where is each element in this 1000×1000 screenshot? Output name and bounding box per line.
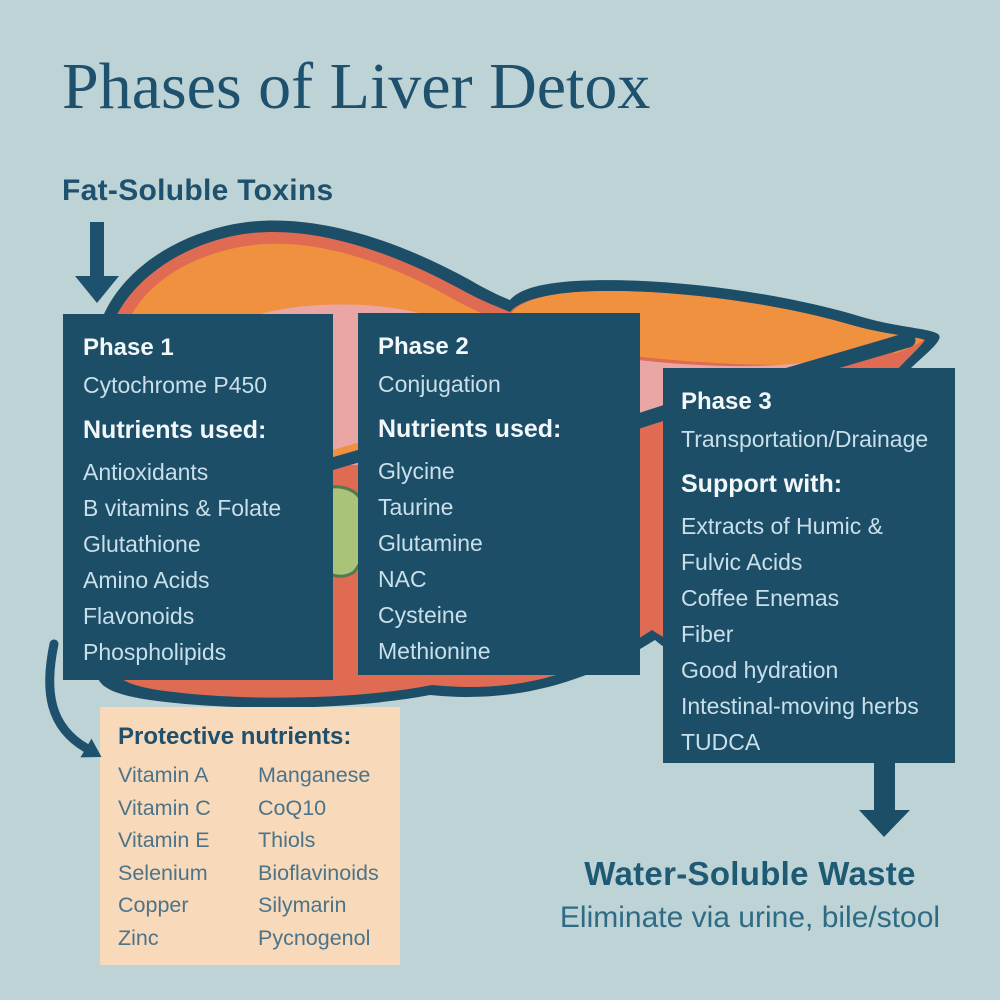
water-soluble-subtitle: Eliminate via urine, bile/stool [559,901,941,934]
nutrient-item: Manganese [258,763,371,787]
nutrient-item: Silymarin [258,893,347,917]
nutrient-item: Cysteine [378,602,468,628]
nutrient-item: Bioflavinoids [258,860,379,885]
phase-1-card: Phase 1 Cytochrome P450 Nutrients used: … [63,314,333,680]
phase-subtitle: Conjugation [378,371,501,397]
water-soluble-block: Water-Soluble Waste Eliminate via urine,… [520,855,980,935]
phase-item-list: Extracts of Humic & Fulvic Acids Coffee … [681,508,947,760]
nutrient-item: Coffee Enemas [681,585,840,611]
phase-list-header: Nutrients used: [378,415,562,443]
nutrient-item: NAC [378,566,427,592]
nutrient-item: B vitamins & Folate [83,495,282,521]
nutrient-item: Antioxidants [83,459,209,485]
protective-column-1: Vitamin A Vitamin C Vitamin E Selenium C… [118,759,258,954]
nutrient-item: Zinc [118,925,159,950]
nutrient-item: Pycnogenol [258,925,371,950]
nutrient-item: Amino Acids [83,567,210,593]
nutrient-item: Vitamin C [118,795,211,820]
protective-column-2: Manganese CoQ10 Thiols Bioflavinoids Sil… [258,759,379,954]
phase-item-list: Glycine Taurine Glutamine NAC Cysteine M… [378,453,628,669]
phase-3-card: Phase 3 Transportation/Drainage Support … [663,368,955,763]
phase-list-header: Nutrients used: [83,416,267,444]
phase-name: Phase 2 [378,333,469,360]
nutrient-item: Phospholipids [83,639,227,665]
nutrient-item: Good hydration [681,657,839,683]
water-soluble-arrow-icon [859,762,910,837]
protective-columns: Vitamin A Vitamin C Vitamin E Selenium C… [118,759,400,954]
phase-item-list: Antioxidants B vitamins & Folate Glutath… [83,454,321,670]
nutrient-item: Thiols [258,828,316,852]
nutrient-item: Fiber [681,621,734,647]
phase-subtitle: Transportation/Drainage [681,426,929,452]
nutrient-item: Vitamin A [118,763,209,787]
nutrient-item: Selenium [118,860,208,885]
phase-list-header: Support with: [681,470,843,498]
nutrient-item: Copper [118,893,189,917]
nutrient-item: Extracts of Humic & Fulvic Acids [681,513,883,575]
nutrient-item: Glutathione [83,531,201,557]
nutrient-item: Flavonoids [83,603,195,629]
nutrient-item: TUDCA [681,729,761,755]
nutrient-item: Taurine [378,494,454,520]
nutrient-item: Methionine [378,638,491,664]
page-title: Phases of Liver Detox [62,50,651,123]
phase-name: Phase 1 [83,334,174,361]
nutrient-item: Intestinal-moving herbs [681,693,919,719]
phase-name: Phase 3 [681,388,772,415]
protective-nutrients-card: Protective nutrients: Vitamin A Vitamin … [100,707,400,965]
nutrient-item: Glycine [378,458,455,484]
phase-subtitle: Cytochrome P450 [83,372,268,398]
nutrient-item: Vitamin E [118,828,210,852]
nutrient-item: CoQ10 [258,795,327,820]
phase-2-card: Phase 2 Conjugation Nutrients used: Glyc… [358,313,640,675]
protective-header: Protective nutrients: [118,723,352,750]
nutrient-item: Glutamine [378,530,483,556]
water-soluble-label: Water-Soluble Waste [584,855,916,892]
fat-soluble-arrow-icon [75,222,119,303]
fat-soluble-label: Fat-Soluble Toxins [62,174,334,207]
